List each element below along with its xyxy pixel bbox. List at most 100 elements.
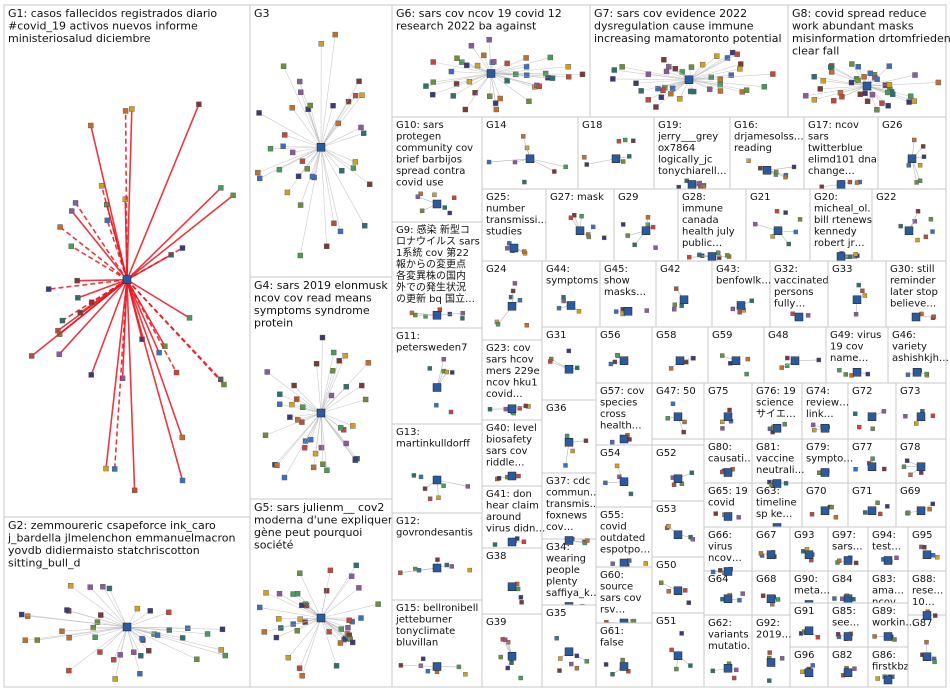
group-label: G56: [600, 330, 620, 341]
node: [833, 515, 839, 520]
edge: [612, 78, 690, 81]
node: [682, 419, 687, 425]
hub-node: [820, 424, 830, 433]
node: [262, 432, 269, 438]
node: [811, 74, 817, 80]
group-label-line: G80:: [708, 442, 732, 453]
node: [627, 154, 632, 159]
hub-node: [904, 226, 914, 235]
node: [18, 611, 25, 618]
group-label-line: elimd101 dna: [808, 155, 877, 166]
edge: [320, 603, 379, 619]
group-label-line: G77: [852, 442, 872, 453]
group-label: G64: [708, 574, 728, 585]
node: [699, 61, 706, 68]
node: [930, 413, 936, 418]
group-label-line: 19 cov: [830, 342, 864, 353]
node: [898, 223, 903, 229]
node: [828, 64, 834, 70]
node: [565, 64, 571, 70]
node: [737, 310, 742, 315]
node: [770, 71, 776, 77]
group-box: [595, 566, 653, 624]
hub-node: [507, 471, 517, 481]
node: [448, 68, 455, 75]
node: [707, 86, 713, 92]
node: [668, 90, 674, 97]
node: [836, 558, 842, 563]
node: [572, 213, 577, 218]
node: [327, 567, 334, 574]
node: [745, 356, 751, 362]
hub-node: [673, 530, 683, 539]
group-label-line: G73: [900, 386, 920, 397]
node: [221, 381, 227, 388]
node: [444, 562, 449, 568]
group-label-line: virus didn…: [486, 524, 545, 535]
edge: [70, 245, 128, 281]
edge: [274, 412, 322, 465]
group-label-line: believe…: [890, 299, 936, 310]
group-label: G29: [618, 192, 638, 203]
hub-node: [916, 506, 926, 515]
node: [811, 96, 818, 103]
node: [853, 467, 858, 472]
edge: [320, 370, 334, 414]
node: [350, 423, 356, 429]
node: [72, 200, 79, 206]
node: [643, 561, 648, 566]
group-g26: G26: [877, 116, 947, 190]
group-label-line: ashishkjh…: [892, 353, 949, 364]
hub-node: [619, 477, 629, 486]
group-label: G87: [912, 618, 932, 629]
edge: [113, 626, 128, 660]
edge: [635, 79, 690, 84]
hub-node: [911, 312, 921, 322]
group-label: G47: 50: [656, 386, 696, 397]
group-label-line: G61:: [600, 626, 624, 637]
node: [280, 143, 286, 149]
node: [307, 102, 313, 109]
node: [450, 370, 455, 375]
group-box: [595, 382, 653, 446]
group-label-line: kennedy: [814, 227, 857, 238]
node: [713, 511, 718, 516]
node: [104, 217, 110, 224]
group-label-line: ama…: [872, 586, 904, 597]
group-label-line: dysregulation cause immune: [594, 20, 754, 33]
group-label-line: G47: 50: [656, 386, 696, 397]
node: [666, 589, 671, 594]
edge: [320, 105, 334, 148]
group-label: G35: [546, 608, 566, 619]
node: [75, 295, 81, 301]
group-box: [595, 622, 653, 688]
group-g89: G89:workin…: [867, 602, 915, 648]
node: [289, 149, 296, 156]
node: [645, 71, 652, 77]
group-label: G89:workin…: [872, 606, 915, 629]
node: [459, 59, 465, 65]
hub-node: [794, 312, 804, 322]
edge: [265, 412, 322, 436]
node: [904, 458, 910, 463]
group-label: G71: [852, 486, 872, 497]
group-g11: G11:petersweden7: [391, 327, 483, 425]
group-label-line: G22: [876, 192, 896, 203]
node: [631, 138, 636, 144]
node: [894, 555, 899, 561]
group-g93: G93: [789, 526, 829, 572]
node: [491, 59, 497, 65]
node: [296, 665, 303, 671]
group-box: [651, 326, 709, 384]
node: [350, 165, 357, 171]
node: [672, 302, 677, 307]
group-label-line: G44:: [546, 264, 570, 275]
group-g95: G95: [907, 526, 947, 572]
edge: [58, 279, 128, 355]
